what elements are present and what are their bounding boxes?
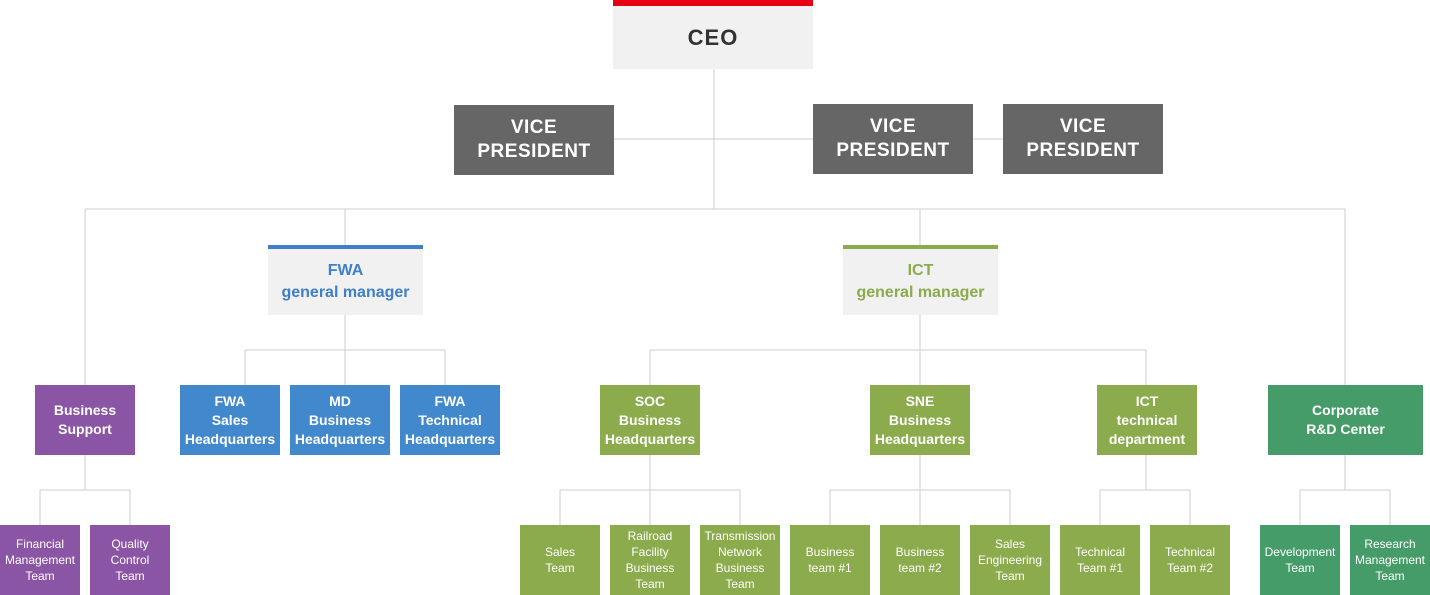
corporate-rnd-center-box: Corporate R&D Center bbox=[1268, 385, 1423, 455]
business-team-1-box: Business team #1 bbox=[790, 525, 870, 595]
ceo-box: CEO bbox=[613, 0, 813, 69]
fwa-general-manager-box: FWA general manager bbox=[268, 245, 423, 315]
vice-president-box-1: VICE PRESIDENT bbox=[454, 105, 614, 175]
soc-business-headquarters-box: SOC Business Headquarters bbox=[600, 385, 700, 455]
md-business-headquarters-box: MD Business Headquarters bbox=[290, 385, 390, 455]
ict-general-manager-box: ICT general manager bbox=[843, 245, 998, 315]
business-team-2-box: Business team #2 bbox=[880, 525, 960, 595]
vice-president-box-2: VICE PRESIDENT bbox=[813, 104, 973, 174]
fwa-sales-headquarters-box: FWA Sales Headquarters bbox=[180, 385, 280, 455]
railroad-facility-business-team-box: Railroad Facility Business Team bbox=[610, 525, 690, 595]
research-management-team-box: Research Management Team bbox=[1350, 525, 1430, 595]
sales-engineering-team-box: Sales Engineering Team bbox=[970, 525, 1050, 595]
vice-president-box-3: VICE PRESIDENT bbox=[1003, 104, 1163, 174]
ict-technical-department-box: ICT technical department bbox=[1097, 385, 1197, 455]
financial-management-team-box: Financial Management Team bbox=[0, 525, 80, 595]
fwa-technical-headquarters-box: FWA Technical Headquarters bbox=[400, 385, 500, 455]
sales-team-box: Sales Team bbox=[520, 525, 600, 595]
technical-team-1-box: Technical Team #1 bbox=[1060, 525, 1140, 595]
business-support-box: Business Support bbox=[35, 385, 135, 455]
sne-business-headquarters-box: SNE Business Headquarters bbox=[870, 385, 970, 455]
transmission-network-business-team-box: Transmission Network Business Team bbox=[700, 525, 780, 595]
quality-control-team-box: Quality Control Team bbox=[90, 525, 170, 595]
development-team-box: Development Team bbox=[1260, 525, 1340, 595]
technical-team-2-box: Technical Team #2 bbox=[1150, 525, 1230, 595]
